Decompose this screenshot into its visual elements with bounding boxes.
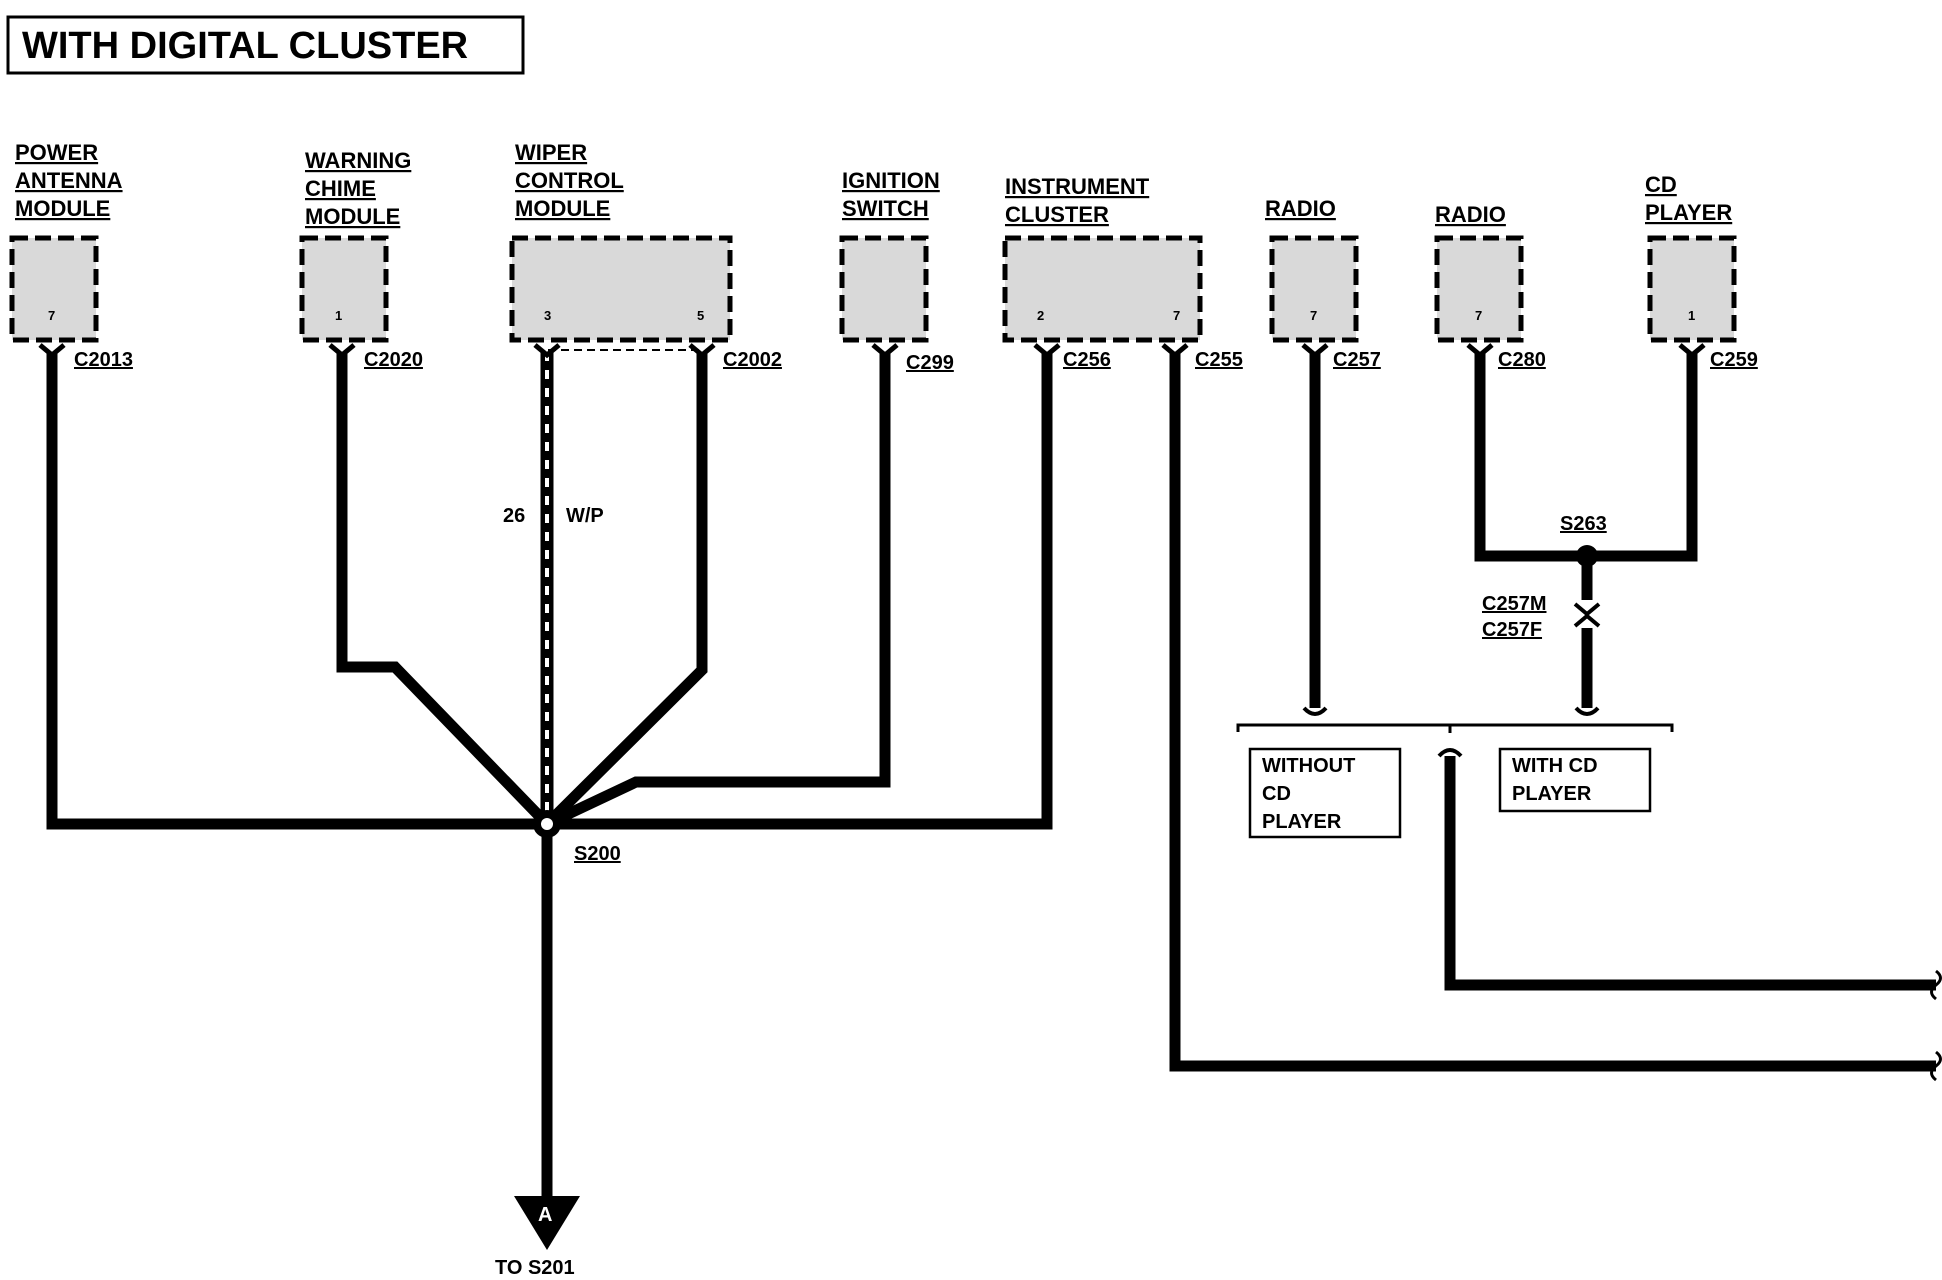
connector-c2013: C2013 bbox=[74, 349, 133, 371]
connector-c2020: C2020 bbox=[364, 349, 423, 371]
wire-end-radio-1 bbox=[1302, 706, 1328, 716]
inline-connector-female-label: C257F bbox=[1482, 619, 1542, 641]
wire-break-symbol bbox=[1930, 1050, 1942, 1082]
splice-s200-label: S200 bbox=[574, 843, 621, 865]
power-antenna-module bbox=[9, 235, 99, 343]
wire-instrument-cluster-c256 bbox=[547, 352, 1053, 830]
pin-number: 7 bbox=[1310, 308, 1317, 323]
wire-color-code: W/P bbox=[566, 505, 604, 527]
svg-text:MODULE: MODULE bbox=[515, 196, 610, 221]
svg-text:INSTRUMENT: INSTRUMENT bbox=[1005, 174, 1150, 199]
svg-text:MODULE: MODULE bbox=[305, 204, 400, 229]
option-without-cd-text: PLAYER bbox=[1262, 811, 1342, 833]
svg-text:PLAYER: PLAYER bbox=[1645, 200, 1732, 225]
title-frame bbox=[6, 15, 525, 75]
wire-end-option-out bbox=[1437, 748, 1463, 758]
wire-ignition-switch bbox=[544, 352, 891, 829]
diagram-title: WITH DIGITAL CLUSTER bbox=[22, 25, 468, 67]
radio-2-label: RADIO bbox=[1435, 202, 1506, 227]
wire-radio-option-out bbox=[1444, 756, 1936, 991]
svg-text:CONTROL: CONTROL bbox=[515, 168, 624, 193]
pin-number: 5 bbox=[697, 308, 704, 323]
wiper-control-module bbox=[509, 235, 733, 343]
svg-text:CD: CD bbox=[1645, 172, 1677, 197]
pin-number: 3 bbox=[544, 308, 551, 323]
wire-warning-chime bbox=[336, 352, 551, 828]
wiper-control-label: WIPER CONTROL MODULE bbox=[515, 140, 624, 221]
instrument-cluster bbox=[1002, 235, 1203, 343]
ignition-switch bbox=[839, 235, 929, 343]
wire-circuit-number: 26 bbox=[503, 505, 525, 527]
svg-text:WARNING: WARNING bbox=[305, 148, 411, 173]
connector-c256: C256 bbox=[1063, 349, 1111, 371]
cd-player bbox=[1647, 235, 1737, 343]
pin-number: 1 bbox=[335, 308, 342, 323]
pin-number: 7 bbox=[48, 308, 55, 323]
svg-text:ANTENNA: ANTENNA bbox=[15, 168, 123, 193]
warning-chime-label: WARNING CHIME MODULE bbox=[305, 148, 411, 229]
svg-text:CLUSTER: CLUSTER bbox=[1005, 202, 1109, 227]
option-with-cd-box bbox=[1498, 747, 1652, 813]
wire-wiper-pin5 bbox=[543, 352, 708, 828]
power-antenna-label: POWER ANTENNA MODULE bbox=[15, 140, 123, 221]
option-without-cd-box bbox=[1248, 747, 1402, 839]
connector-c280: C280 bbox=[1498, 349, 1546, 371]
pin-number: 1 bbox=[1688, 308, 1695, 323]
splice-s200-center bbox=[541, 818, 553, 830]
connector-symbols bbox=[38, 343, 1706, 359]
connector-c255: C255 bbox=[1195, 349, 1243, 371]
wire-end-cd bbox=[1574, 706, 1600, 716]
svg-text:WIPER: WIPER bbox=[515, 140, 587, 165]
wire-power-antenna bbox=[46, 352, 547, 830]
wire-break-symbol bbox=[1930, 969, 1942, 1001]
radio-2 bbox=[1434, 235, 1524, 343]
warning-chime-module bbox=[299, 235, 389, 343]
instrument-cluster-label: INSTRUMENT CLUSTER bbox=[1005, 174, 1150, 227]
connector-c259: C259 bbox=[1710, 349, 1758, 371]
option-without-cd-text: CD bbox=[1262, 783, 1291, 805]
connector-c299: C299 bbox=[906, 352, 954, 374]
inline-connector-female bbox=[1573, 613, 1601, 628]
svg-text:SWITCH: SWITCH bbox=[842, 196, 929, 221]
option-with-cd-text: PLAYER bbox=[1512, 783, 1592, 805]
option-bracket bbox=[1236, 723, 1674, 732]
svg-text:MODULE: MODULE bbox=[15, 196, 110, 221]
option-with-cd-text: WITH CD bbox=[1512, 755, 1598, 777]
radio-1 bbox=[1269, 235, 1359, 343]
arrow-a bbox=[514, 1196, 580, 1250]
svg-text:CHIME: CHIME bbox=[305, 176, 376, 201]
pin-number: 2 bbox=[1037, 308, 1044, 323]
option-without-cd-text: WITHOUT bbox=[1262, 755, 1355, 777]
pin-number: 7 bbox=[1475, 308, 1482, 323]
splice-s263-label: S263 bbox=[1560, 513, 1607, 535]
wire-instrument-cluster-c255 bbox=[1169, 352, 1936, 1072]
connector-c2002: C2002 bbox=[723, 349, 782, 371]
svg-text:POWER: POWER bbox=[15, 140, 98, 165]
arrow-destination: TO S201 bbox=[495, 1257, 575, 1279]
ignition-switch-label: IGNITION SWITCH bbox=[842, 168, 940, 221]
radio-1-label: RADIO bbox=[1265, 196, 1336, 221]
pin-number: 7 bbox=[1173, 308, 1180, 323]
connector-c257: C257 bbox=[1333, 349, 1381, 371]
inline-connector-male-label: C257M bbox=[1482, 593, 1546, 615]
arrow-letter: A bbox=[538, 1204, 552, 1226]
svg-text:IGNITION: IGNITION bbox=[842, 168, 940, 193]
inline-connector-male bbox=[1573, 602, 1601, 617]
cd-player-label: CD PLAYER bbox=[1645, 172, 1732, 225]
